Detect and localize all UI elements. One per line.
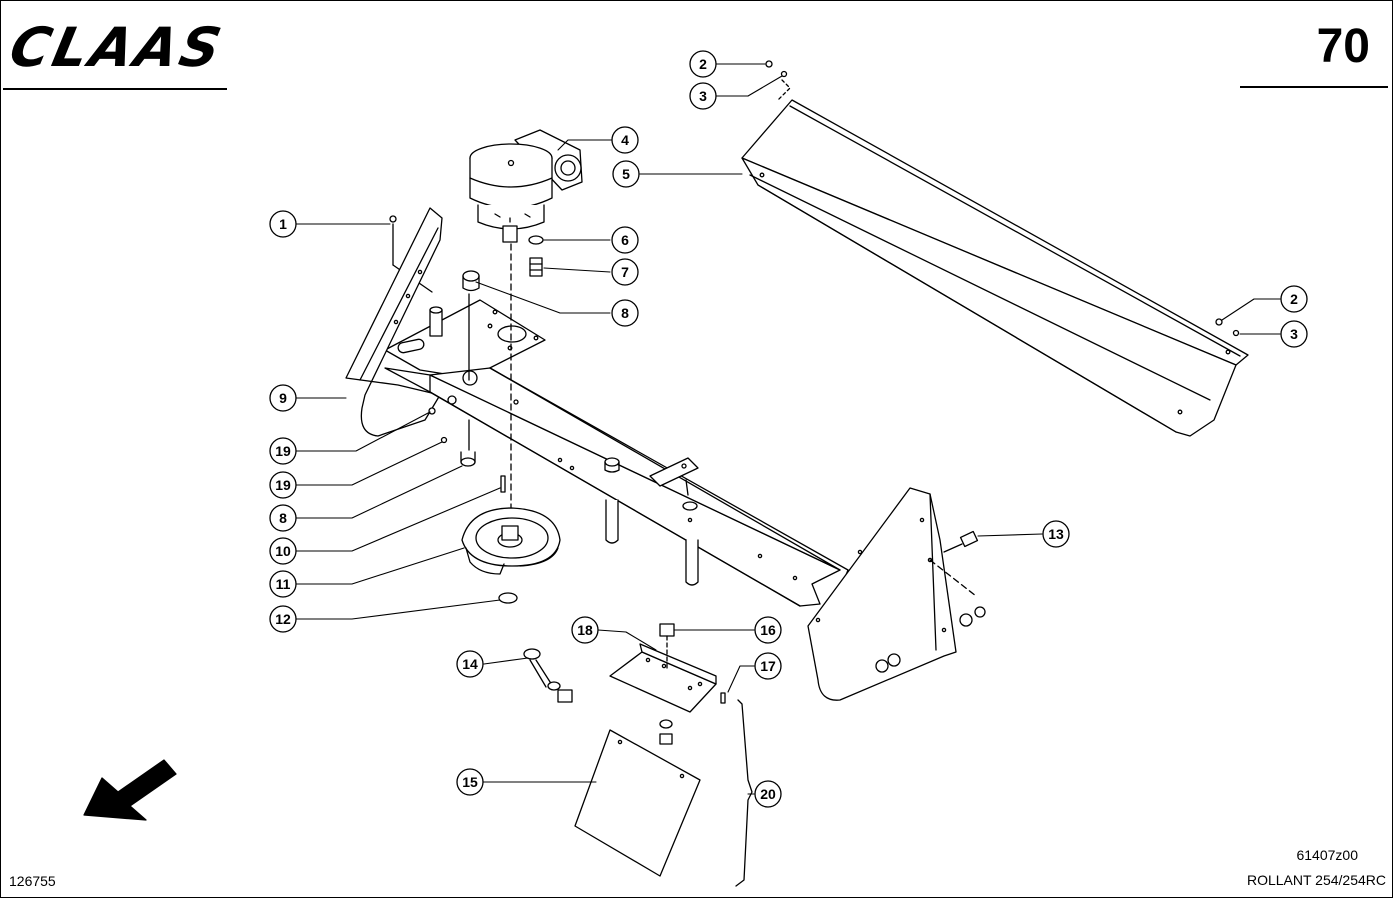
beam-posts [604,457,699,586]
callout-number: 4 [621,132,629,148]
callout-number: 8 [279,510,287,526]
screws-top [765,60,1240,337]
callout-number: 17 [760,658,776,674]
main-beam [384,367,849,607]
callout-3: 3 [689,82,717,110]
callout-number: 5 [622,166,630,182]
callout-number: 10 [275,543,291,559]
mounting-plate [384,215,546,379]
callout-12: 12 [269,605,297,633]
arrow-down-left-icon [83,759,177,821]
callout-number: 6 [621,232,629,248]
callout-8: 8 [269,504,297,532]
callout-leaders [295,63,1281,795]
header-rule-left [3,88,227,90]
hardware-right [943,530,986,627]
callout-11: 11 [269,570,297,598]
callout-18: 18 [571,616,599,644]
callout-5: 5 [612,160,640,188]
callout-number: 7 [621,264,629,280]
callout-number: 2 [699,56,707,72]
callout-number: 19 [275,477,291,493]
group-bracket-20 [735,699,753,887]
bolt-set-14 [523,648,573,703]
page-number: 70 [1316,20,1370,73]
callout-3: 3 [1280,320,1308,348]
scraper-plate [574,729,701,877]
cover-guard [741,99,1249,437]
callout-number: 18 [577,622,593,638]
callout-number: 11 [276,576,291,592]
right-side-bracket [807,487,977,701]
callout-number: 3 [699,88,707,104]
header-rule-right [1240,86,1388,88]
callout-number: 3 [1290,326,1298,342]
callout-6: 6 [611,226,639,254]
callout-10: 10 [269,537,297,565]
callout-number: 14 [462,656,478,672]
callout-number: 20 [760,786,776,802]
callout-8: 8 [611,299,639,327]
callout-number: 13 [1048,526,1064,542]
model-name: ROLLANT 254/254RC [1246,872,1386,888]
reference-code: 126755 [9,873,56,889]
callout-20: 20 [754,780,782,808]
callout-7: 7 [611,258,639,286]
callout-2: 2 [689,50,717,78]
callout-15: 15 [456,768,484,796]
callout-number: 15 [462,774,478,790]
callout-number: 1 [279,216,287,232]
left-side-bracket [345,207,443,437]
motor-unit [469,129,583,243]
callout-number: 2 [1290,291,1298,307]
callout-19: 19 [269,471,297,499]
callout-16: 16 [754,616,782,644]
callout-9: 9 [269,384,297,412]
callout-number: 8 [621,305,629,321]
callout-13: 13 [1042,520,1070,548]
scraper-bracket [609,623,726,745]
callout-2: 2 [1280,285,1308,313]
callout-14: 14 [456,650,484,678]
hardware-top [462,235,544,292]
callout-number: 19 [275,443,291,459]
document-number: 61407z00 [1296,847,1358,863]
callout-17: 17 [754,652,782,680]
callout-19: 19 [269,437,297,465]
callout-number: 16 [760,622,776,638]
callout-4: 4 [611,126,639,154]
pulley-dish [461,507,561,604]
hardware-left [428,407,506,493]
callout-number: 9 [279,390,287,406]
callout-number: 12 [275,611,291,627]
callout-1: 1 [269,210,297,238]
